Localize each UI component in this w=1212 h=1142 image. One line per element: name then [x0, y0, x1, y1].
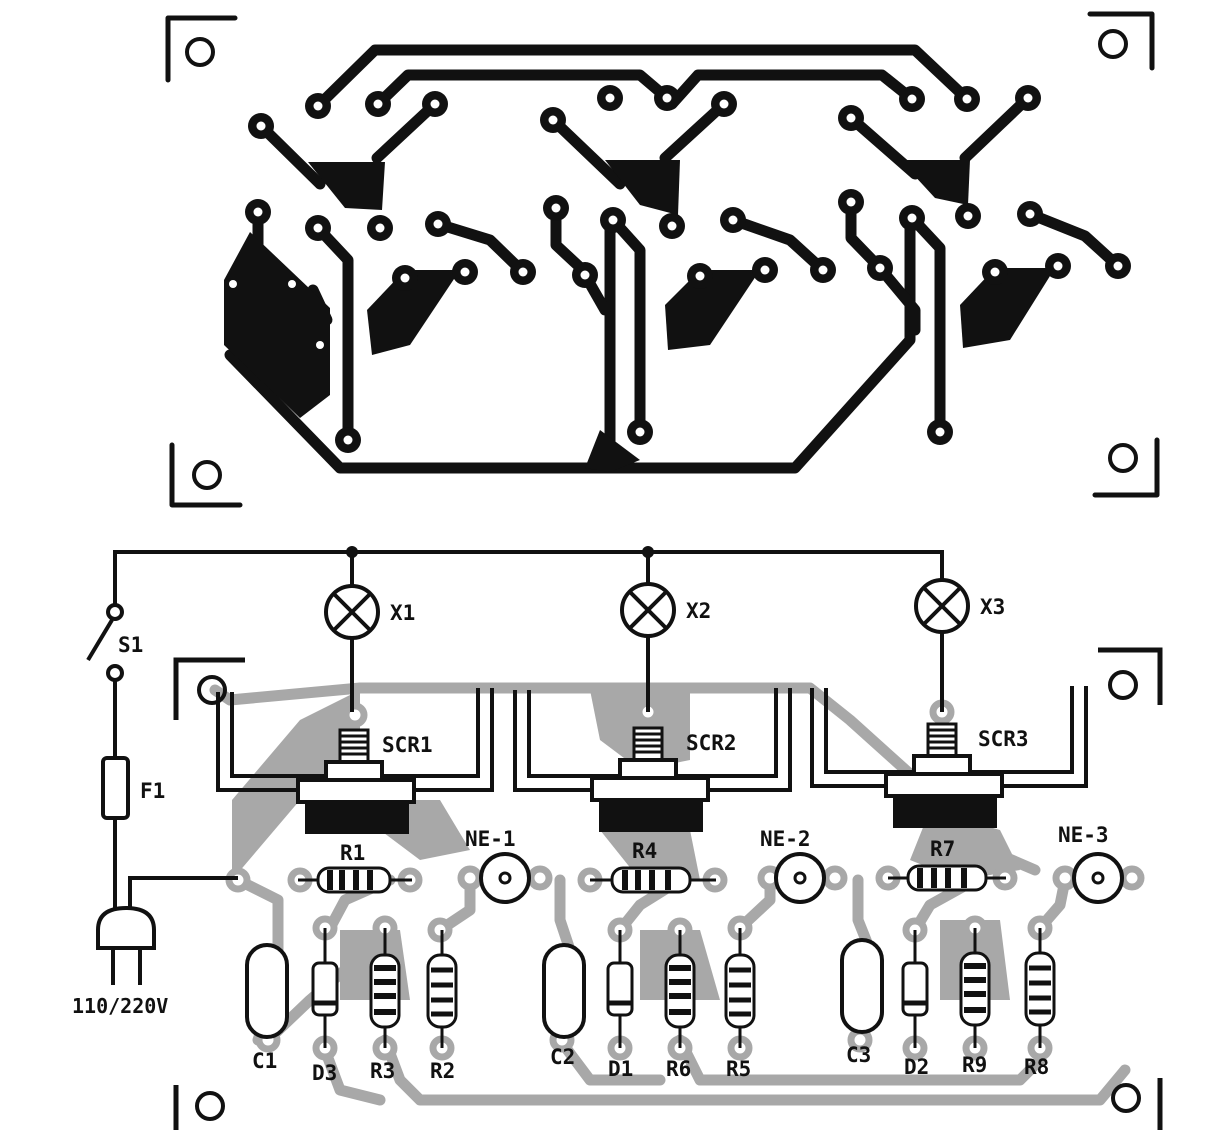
registration-marks-bottom — [173, 647, 1163, 1130]
copper-trace-layout — [165, 11, 1160, 508]
lamp-x3 — [914, 578, 970, 634]
junction-dots — [346, 546, 654, 558]
label-d2: D2 — [904, 1055, 929, 1079]
label-r7: R7 — [930, 837, 955, 861]
label-r3: R3 — [370, 1059, 395, 1083]
label-r4: R4 — [632, 839, 657, 863]
neon-ne3 — [1072, 852, 1124, 904]
registration-marks-top — [165, 11, 1160, 508]
resistor-r7 — [888, 864, 1006, 892]
diode-d3 — [311, 961, 339, 1017]
resistor-r4 — [590, 866, 716, 894]
label-c3: C3 — [846, 1043, 871, 1067]
supply-wiring — [86, 550, 944, 910]
resistor-r5 — [724, 953, 756, 1029]
capacitor-c2 — [542, 943, 586, 1039]
resistor-r8 — [1024, 951, 1056, 1027]
scr2 — [590, 726, 710, 832]
label-r5: R5 — [726, 1057, 751, 1081]
label-scr3: SCR3 — [978, 727, 1029, 751]
scr1 — [296, 728, 416, 834]
label-supply: 110/220V — [72, 994, 168, 1018]
fuse-f1 — [101, 756, 130, 820]
pad-holes — [229, 93, 1123, 445]
scr3 — [884, 722, 1004, 828]
switch-s1 — [106, 603, 124, 682]
label-r2: R2 — [430, 1059, 455, 1083]
registration-holes-top — [185, 29, 1138, 490]
label-r6: R6 — [666, 1057, 691, 1081]
capacitor-c1 — [245, 943, 289, 1039]
diode-d1 — [606, 961, 634, 1017]
label-ne3: NE-3 — [1058, 823, 1109, 847]
label-scr2: SCR2 — [686, 731, 737, 755]
label-r8: R8 — [1024, 1055, 1049, 1079]
lamp-x2 — [620, 582, 676, 638]
label-ne1: NE-1 — [465, 827, 516, 851]
label-ne2: NE-2 — [760, 827, 811, 851]
label-c1: C1 — [252, 1049, 277, 1073]
lamp-x1 — [324, 584, 380, 640]
bottom-components — [245, 928, 1056, 1048]
component-labels: X1 X2 X3 S1 F1 110/220V SCR1 SCR2 SCR3 R… — [72, 595, 1109, 1085]
label-r1: R1 — [340, 841, 365, 865]
label-d3: D3 — [312, 1061, 337, 1085]
label-x3: X3 — [980, 595, 1005, 619]
resistor-r1 — [298, 866, 412, 894]
label-f1: F1 — [140, 779, 165, 803]
diode-d2 — [901, 961, 929, 1017]
label-x1: X1 — [390, 601, 415, 625]
label-r9: R9 — [962, 1053, 987, 1077]
label-d1: D1 — [608, 1057, 633, 1081]
label-s1: S1 — [118, 633, 143, 657]
copper-fill-areas — [224, 160, 1055, 472]
label-x2: X2 — [686, 599, 711, 623]
label-c2: C2 — [550, 1045, 575, 1069]
neon-ne1 — [479, 852, 531, 904]
component-pads — [225, 699, 1145, 1061]
capacitor-c3 — [840, 938, 884, 1034]
neon-ne2 — [774, 852, 826, 904]
label-scr1: SCR1 — [382, 733, 433, 757]
resistor-r2 — [426, 953, 458, 1029]
plug-icon — [96, 905, 156, 985]
